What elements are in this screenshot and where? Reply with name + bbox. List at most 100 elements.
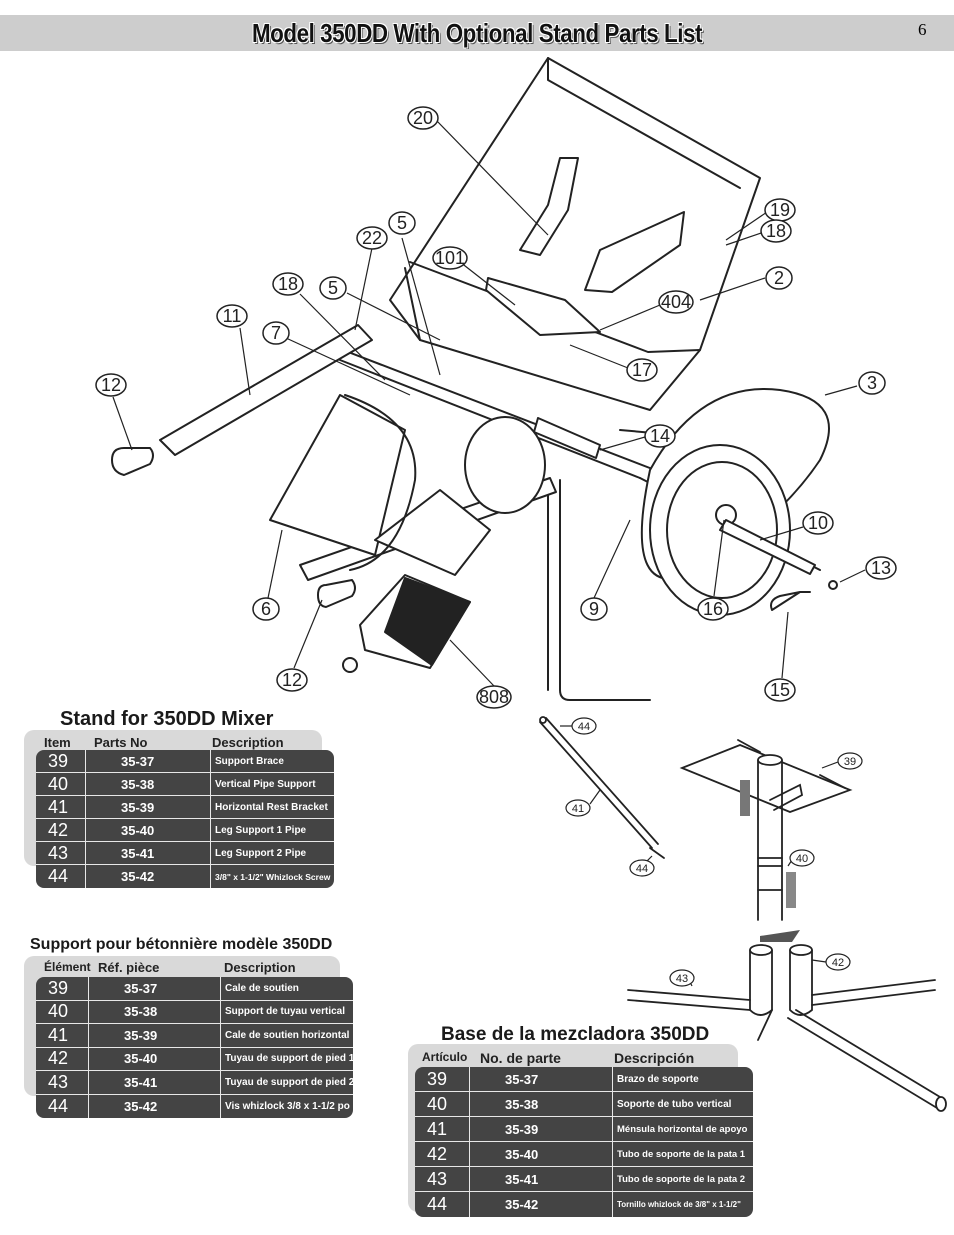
desc-cell: Brazo de soporte — [617, 1073, 699, 1085]
part-cell: 35-38 — [470, 1092, 613, 1116]
item-cell: 44 — [415, 1192, 470, 1217]
svg-text:9: 9 — [589, 599, 599, 619]
part-cell: 35-40 — [470, 1142, 613, 1166]
stand-callout-43: 43 — [669, 969, 695, 987]
table-row: 41 35-39 Horizontal Rest Bracket — [36, 796, 334, 819]
callout-404: 404 — [658, 290, 694, 314]
svg-text:11: 11 — [223, 306, 242, 326]
svg-text:15: 15 — [770, 680, 790, 700]
part-cell: 35-39 — [86, 796, 211, 818]
desc-cell: Tubo de soporte de la pata 1 — [617, 1148, 746, 1160]
callout-16: 16 — [697, 597, 729, 621]
desc-cell: Tubo de soporte de la pata 2 — [617, 1173, 746, 1185]
desc-cell: Cale de soutien — [225, 982, 299, 994]
col-header-parts: Parts No — [94, 735, 148, 750]
svg-text:42: 42 — [832, 957, 844, 969]
page-number: 6 — [918, 20, 927, 39]
svg-text:43: 43 — [676, 973, 688, 985]
svg-text:13: 13 — [871, 558, 891, 578]
callout-19: 19 — [764, 198, 796, 222]
item-cell: 44 — [36, 865, 86, 888]
svg-text:44: 44 — [636, 863, 648, 875]
item-cell: 41 — [36, 796, 86, 818]
table-row: 40 35-38 Vertical Pipe Support — [36, 773, 334, 796]
desc-cell: Tuyau de support de pied 2 — [225, 1076, 353, 1088]
item-cell: 42 — [36, 819, 86, 841]
table-row: 42 35-40 Tuyau de support de pied 1 — [36, 1047, 353, 1071]
callout-12b: 12 — [276, 668, 308, 692]
svg-text:5: 5 — [397, 213, 407, 233]
col-header-description: Descripción — [614, 1050, 695, 1066]
svg-text:7: 7 — [271, 323, 281, 343]
part-cell: 35-42 — [470, 1192, 613, 1217]
callout-22: 22 — [356, 226, 388, 250]
table-row: 43 35-41 Tuyau de support de pied 2 — [36, 1071, 353, 1095]
part-cell: 35-41 — [470, 1167, 613, 1191]
part-cell: 35-42 — [89, 1094, 221, 1118]
svg-text:22: 22 — [362, 228, 382, 248]
stand-callout-40: 40 — [787, 849, 815, 867]
item-cell: 43 — [36, 1071, 89, 1094]
part-cell: 35-39 — [470, 1117, 613, 1141]
svg-text:12: 12 — [101, 375, 121, 395]
item-cell: 40 — [36, 773, 86, 795]
table-row: 44 35-42 Tornillo whizlock de 3/8" x 1-1… — [415, 1192, 753, 1217]
svg-text:6: 6 — [261, 599, 271, 619]
page-title: Model 350DD With Optional Stand Parts Li… — [251, 18, 703, 48]
callout-13: 13 — [865, 556, 897, 580]
callout-3: 3 — [858, 371, 886, 395]
desc-cell: 3/8" x 1-1/2" Whizlock Screw — [215, 871, 331, 882]
svg-text:10: 10 — [808, 513, 828, 533]
table-row: 42 35-40 Leg Support 1 Pipe — [36, 819, 334, 842]
svg-text:44: 44 — [578, 721, 590, 733]
part-cell: 35-41 — [89, 1071, 221, 1094]
callout-18b: 18 — [272, 272, 304, 296]
item-cell: 44 — [36, 1094, 89, 1118]
part-cell: 35-37 — [470, 1067, 613, 1091]
desc-cell: Support Brace — [215, 755, 284, 767]
callout-20: 20 — [407, 106, 439, 130]
col-header-parts: Réf. pièce — [98, 960, 160, 975]
callout-10: 10 — [802, 511, 834, 535]
item-cell: 39 — [36, 977, 89, 1000]
part-cell: 35-39 — [89, 1024, 221, 1047]
svg-text:5: 5 — [328, 278, 338, 298]
item-cell: 40 — [36, 1000, 89, 1023]
stand-callout-41: 41 — [565, 789, 601, 817]
item-cell: 41 — [36, 1024, 89, 1047]
stand-callout-39: 39 — [821, 752, 863, 770]
stand-callout-42: 42 — [811, 953, 851, 971]
title-bar — [0, 15, 954, 51]
part-cell: 35-40 — [86, 819, 211, 841]
item-cell: 40 — [415, 1092, 470, 1116]
desc-cell: Support de tuyau vertical — [225, 1006, 346, 1018]
svg-text:18: 18 — [766, 221, 786, 241]
col-header-parts: No. de parte — [480, 1050, 561, 1066]
callout-18a: 18 — [760, 219, 792, 243]
desc-cell: Soporte de tubo vertical — [617, 1098, 732, 1110]
svg-text:20: 20 — [413, 108, 433, 128]
table-row: 44 35-42 Vis whizlock 3/8 x 1-1/2 po — [36, 1094, 353, 1118]
callout-11: 11 — [216, 304, 248, 328]
svg-text:3: 3 — [867, 373, 877, 393]
part-cell: 35-40 — [89, 1047, 221, 1070]
svg-text:808: 808 — [479, 687, 509, 707]
table-row: 40 35-38 Support de tuyau vertical — [36, 1000, 353, 1024]
callout-5b: 5 — [319, 276, 347, 300]
col-header-item: Élément — [44, 960, 91, 974]
table-row: 43 35-41 Leg Support 2 Pipe — [36, 842, 334, 865]
svg-text:404: 404 — [661, 292, 691, 312]
svg-text:2: 2 — [774, 268, 784, 288]
desc-cell: Vertical Pipe Support — [215, 778, 316, 790]
callout-2: 2 — [765, 266, 793, 290]
desc-cell: Horizontal Rest Bracket — [215, 801, 328, 813]
callout-15: 15 — [764, 678, 796, 702]
part-cell: 35-42 — [86, 865, 211, 888]
item-cell: 41 — [415, 1117, 470, 1141]
callout-14: 14 — [644, 424, 676, 448]
svg-text:16: 16 — [703, 599, 723, 619]
col-header-description: Description — [224, 960, 296, 975]
col-header-item: Item — [44, 735, 71, 750]
svg-text:101: 101 — [435, 248, 465, 268]
svg-text:41: 41 — [572, 803, 584, 815]
